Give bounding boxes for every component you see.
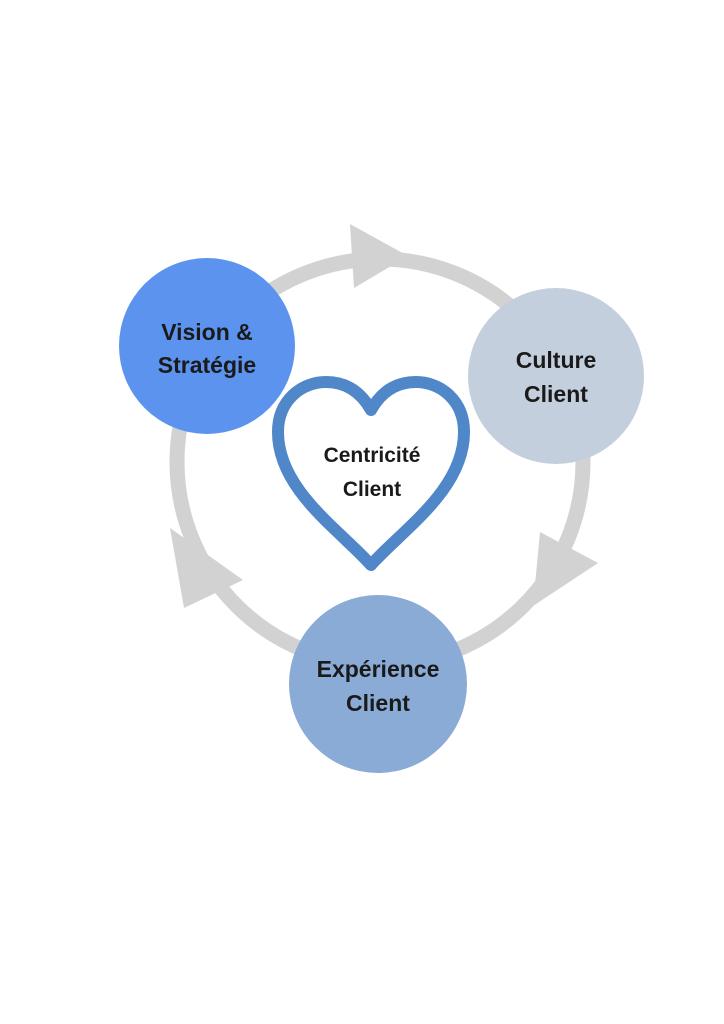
node-experience-client-label-line2: Client <box>346 690 410 716</box>
center-label-line1: Centricité <box>324 444 421 467</box>
cycle-arrow-right <box>533 532 598 606</box>
node-vision-strategie-circle <box>119 258 295 434</box>
cycle-arrow-top <box>350 224 408 288</box>
node-culture-client-label-line1: Culture <box>516 347 597 373</box>
node-experience-client-circle <box>289 595 467 773</box>
center-heart: Centricité Client <box>272 376 470 571</box>
center-label-line2: Client <box>343 478 401 501</box>
node-experience-client: Expérience Client <box>289 595 467 773</box>
node-culture-client: Culture Client <box>468 288 644 464</box>
node-culture-client-label-line2: Client <box>524 381 588 407</box>
node-vision-strategie: Vision & Stratégie <box>119 258 295 434</box>
heart-icon <box>272 376 470 571</box>
cycle-arrow-left <box>170 528 243 608</box>
node-vision-strategie-label-line2: Stratégie <box>158 352 256 378</box>
node-experience-client-label-line1: Expérience <box>317 656 440 682</box>
node-culture-client-circle <box>468 288 644 464</box>
node-vision-strategie-label-line1: Vision & <box>161 319 253 345</box>
